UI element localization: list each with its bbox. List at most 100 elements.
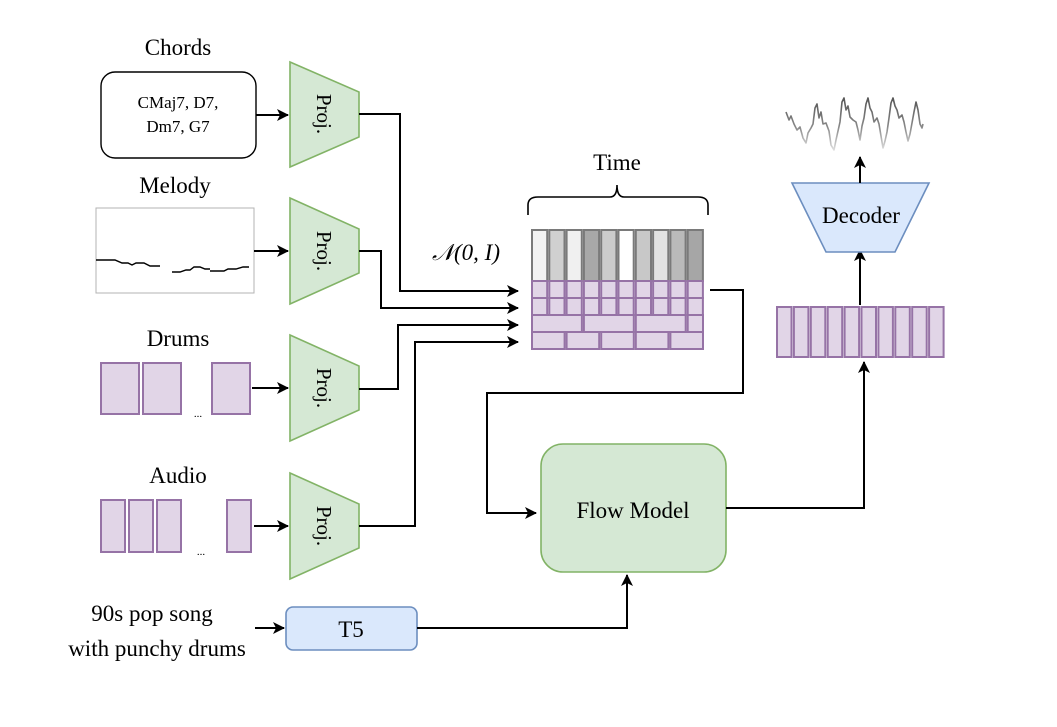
condition-token [669,331,705,350]
audio-title: Audio [149,463,207,488]
drums-input: Drums ... [100,326,251,420]
output-waveform [785,97,924,151]
condition-token [565,280,583,299]
condition-token [600,297,618,316]
drums-token [142,362,182,415]
edge-proj-audio-latent [359,336,519,527]
proj-melody-label: Proj. [312,231,336,271]
condition-token [617,280,635,299]
output-latent-token [809,306,827,358]
edge-proj-drums-latent [359,319,519,390]
condition-token [634,331,670,350]
output-latent-token [843,306,861,358]
decoder-block: Decoder [790,182,931,253]
output-latent-token [860,306,877,358]
output-latent-token [928,306,945,358]
edge-t5-flow [417,574,633,629]
output-latent-token [911,306,928,358]
condition-token [634,314,687,333]
melody-title: Melody [139,173,211,198]
condition-token [686,297,704,316]
waveform-trace [785,97,924,151]
condition-token [582,280,601,299]
noise-column [582,229,601,282]
noise-column [686,229,704,282]
flow-model-block: Flow Model [540,443,727,573]
audio-token [128,499,154,553]
time-brace [527,184,709,215]
chords-title: Chords [145,35,212,60]
condition-token [669,297,687,316]
drums-title: Drums [147,326,210,351]
melody-line [96,259,249,273]
output-latent-sequence [776,306,945,358]
proj-drums: Proj. [289,333,360,443]
condition-token [686,280,704,299]
edge-latent-flow [486,289,744,519]
proj-audio: Proj. [289,471,360,581]
edge-flow-output-latent [726,361,870,509]
condition-token [634,297,652,316]
noise-column [634,229,652,282]
condition-token [686,314,705,333]
text-prompt: 90s pop song with punchy drums [68,601,246,661]
proj-melody-shape [289,196,360,306]
proj-audio-shape [289,471,360,581]
audio-input: Audio ... [100,463,252,558]
drums-token [211,362,251,415]
decoder-label: Decoder [822,203,900,228]
drums-ellipsis: ... [194,408,203,420]
noise-column [600,229,618,282]
proj-chords-shape [289,60,360,169]
audio-token [226,499,252,553]
output-latent-token [894,306,911,358]
edge-proj-chords-latent [359,113,519,297]
condition-token [617,297,635,316]
condition-token [531,280,549,299]
condition-token [582,314,635,333]
output-latent-token [792,306,810,358]
audio-token [100,499,126,553]
condition-rows [531,280,705,350]
text-prompt-line1: 90s pop song [91,601,213,626]
t5-label: T5 [338,617,364,642]
condition-token [582,297,601,316]
chords-text-line1: CMaj7, D7, [138,93,219,112]
melody-piano-roll [95,207,255,294]
audio-token [156,499,182,553]
noise-column [531,229,549,282]
condition-token [531,331,566,350]
condition-token [565,297,583,316]
condition-token [669,280,687,299]
proj-drums-label: Proj. [312,368,336,408]
noise-column [548,229,566,282]
noise-columns [531,229,704,282]
condition-token [652,280,670,299]
audio-ellipsis: ... [197,546,206,558]
condition-token [652,297,670,316]
condition-token [600,280,618,299]
noise-column [669,229,687,282]
proj-chords: Proj. [289,60,360,169]
flow-model-label: Flow Model [576,498,689,523]
proj-chords-label: Proj. [312,94,336,134]
edge-proj-melody-latent [359,250,519,314]
proj-audio-label: Proj. [312,506,336,546]
condition-token [531,297,549,316]
output-latent-token [877,306,894,358]
proj-melody: Proj. [289,196,360,306]
condition-token [634,280,652,299]
condition-token [548,280,566,299]
drums-token [100,362,140,415]
output-latent-token [776,306,793,358]
melody-input: Melody [95,173,255,294]
output-latent-token [826,306,844,358]
condition-token [565,331,601,350]
chords-input: Chords CMaj7, D7, Dm7, G7 [100,35,257,159]
noise-label: 𝒩(0, I) [432,240,500,265]
condition-token [548,297,566,316]
noise-column [565,229,583,282]
time-label: Time [593,150,641,175]
noise-column [617,229,635,282]
